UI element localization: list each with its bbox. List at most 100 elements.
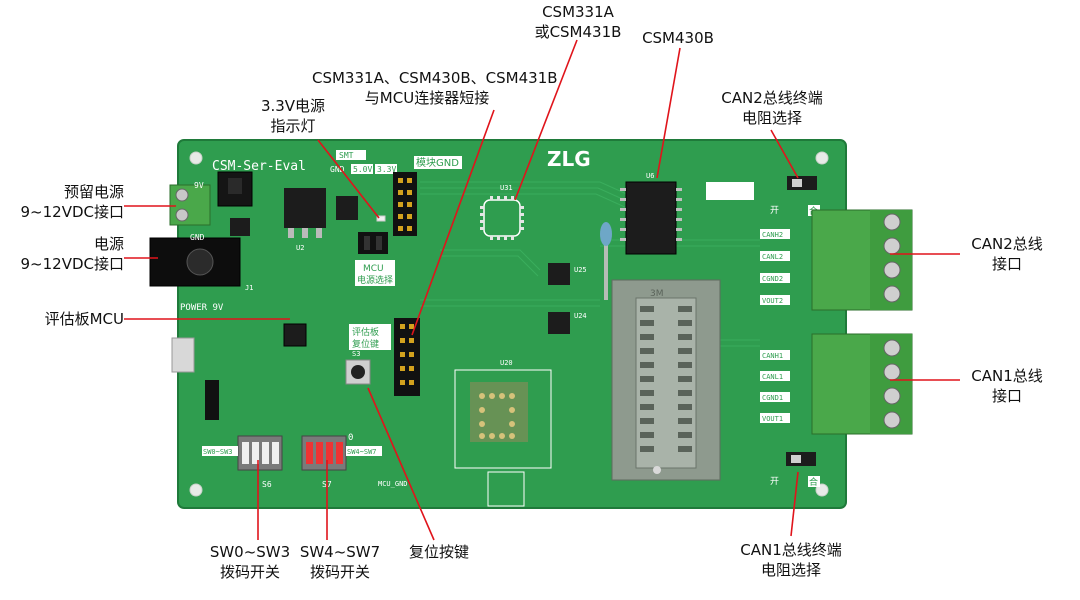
inductor [230,218,250,236]
power-switch-knob [228,178,242,194]
svg-text:VOUT2: VOUT2 [762,297,783,305]
sw4-7-silk: SW4~SW7 [347,448,377,456]
regulator-small [336,196,358,220]
label-9v: 9V [194,181,204,190]
mcu-gnd-label: MCU_GND [378,480,408,488]
u20-outline [454,369,552,469]
label-3v3-box [375,164,397,174]
csm430b-module: U6 [620,172,682,255]
smt-label-box [336,150,366,160]
module-gnd-box [414,156,462,169]
svg-text:CGND2: CGND2 [762,275,783,283]
label-5v-box [351,164,373,174]
led-3v3 [376,215,386,222]
usb-connector[interactable] [171,337,195,373]
label-reserve-power: 预留电源 9~12VDC接口 [20,183,124,221]
can2-pin-labels: CANH2 CANL2 CGND2 VOUT2 [760,229,790,305]
label-can2-termination: CAN2总线终端 电阻选择 [721,89,823,127]
label-eval-mcu: 评估板MCU [44,310,124,328]
u24-label: U24 [574,312,587,320]
label-sw0-sw3: SW0~SW3 拨码开关 [209,543,291,581]
chip-u24 [548,312,570,334]
label-can2-interface: CAN2总线 接口 [971,235,1043,273]
s3-label: S3 [352,350,360,358]
pointer-csm331a [514,39,578,201]
can1-termination-switch[interactable] [786,452,816,466]
module-connector-header[interactable] [393,172,417,236]
blank-label-area [706,182,754,200]
can1-close-box [808,476,820,487]
s6-label: S6 [262,480,272,489]
left-pin-header [205,380,219,420]
mcu-power-label-1: MCU [363,264,384,274]
label-can1-interface: CAN1总线 接口 [971,367,1043,405]
mcu-power-label-2: 电源选择 [357,274,393,286]
reserve-power-terminal[interactable] [169,184,211,226]
dip-switch-sw4-sw7[interactable] [301,435,347,471]
dip-switch-sw0-sw3[interactable] [237,435,283,471]
can2-termination-switch[interactable] [787,176,817,190]
svg-text:VOUT1: VOUT1 [762,415,783,423]
pointer-can1-term [790,471,799,537]
mcu-connector-header[interactable] [394,318,420,396]
mounting-hole [189,151,203,165]
eval-reset-label-2: 复位键 [352,338,379,350]
eval-reset-label-1: 评估板 [352,326,379,338]
eval-reset-label-box [349,324,391,350]
pointer-short-conn [411,109,495,336]
sw0-3-silk: SW0~SW3 [203,448,233,456]
reset-button[interactable] [345,359,371,385]
power-9v-label: POWER 9V [180,303,224,313]
csm331a-footprint: U31 [480,184,524,240]
can2-open-label: 开 [770,205,779,216]
pointer-can2-term [770,129,799,179]
mounting-hole [189,483,203,497]
pointer-led [317,139,380,219]
zero-label: 0 [348,433,353,443]
gnd-label: GND [330,165,345,174]
mcu-power-label-box [355,260,395,286]
voltage-regulator [284,188,326,228]
terminal-screw [175,208,189,222]
label-can1-termination: CAN1总线终端 电阻选择 [740,541,842,579]
can1-close-label: 合 [809,476,818,488]
label-reset-key: 复位按键 [408,543,469,561]
chip-u25 [548,263,570,285]
u25-label: U25 [574,266,587,274]
label-power: 电源 9~12VDC接口 [20,235,124,273]
annotation-pointers [124,39,960,541]
u31-label: U31 [500,184,513,192]
can1-pin-labels: CANH1 CANL1 CGND1 VOUT1 [760,350,790,423]
zif-lever-knob[interactable] [600,222,612,246]
u6-label: U6 [646,172,654,180]
label-3v3-led: 3.3V电源 指示灯 [260,97,326,135]
can2-terminal-block[interactable] [811,209,913,311]
can1-terminal-block[interactable] [811,333,913,435]
sw0-3-silk-box [202,446,238,456]
label-3v3: 3.3V [377,165,396,174]
label-csm430b: CSM430B [642,29,714,47]
brand-logo-text: ZLG [547,147,591,171]
label-short-connector: CSM331A、CSM430B、CSM431B 与MCU连接器短接 [312,69,558,107]
bottom-outline [487,471,525,507]
zif-socket[interactable]: 3M [611,279,721,481]
mcu-power-select-jumper[interactable] [358,232,388,254]
j1-label: J1 [245,284,253,292]
svg-text:CANL1: CANL1 [762,373,783,381]
svg-text:CGND1: CGND1 [762,394,783,402]
can1-open-label: 开 [770,476,779,487]
barrel-jack-hole [186,248,214,276]
pointer-csm430b [656,47,681,179]
gnd-label-2: GND [190,233,205,242]
label-sw4-sw7: SW4~SW7 拨码开关 [299,543,381,581]
terminal-screw [175,188,189,202]
label-5v: 5.0V [353,165,372,174]
eval-mcu-chip [283,323,307,347]
u2-label: U2 [296,244,304,252]
label-csm331a: CSM331A 或CSM431B [534,3,622,41]
svg-text:CANL2: CANL2 [762,253,783,261]
u20-label: U20 [500,359,513,367]
sw4-7-silk-box [346,446,382,456]
